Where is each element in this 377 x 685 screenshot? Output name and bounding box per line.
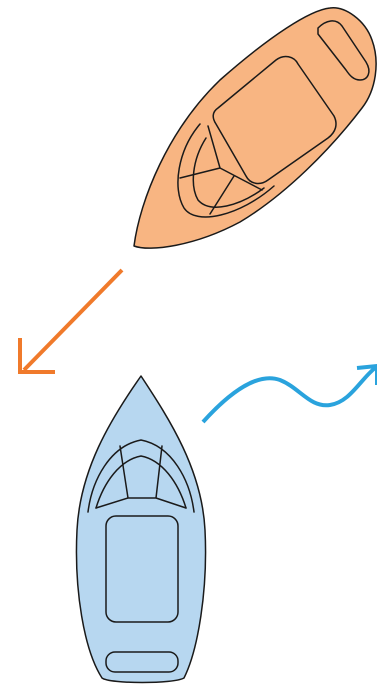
blue-boat xyxy=(75,375,207,684)
blue-wave-arrow-shaft xyxy=(201,366,377,424)
orange-boat-stern-seat xyxy=(317,20,370,81)
blue-wave-arrow xyxy=(201,363,377,424)
orange-arrow-shaft xyxy=(22,268,124,372)
blue-boat-stern-seat xyxy=(105,651,179,673)
orange-boat-windshield xyxy=(177,123,275,218)
orange-boat-windshield-frame xyxy=(179,125,263,215)
blue-wave-arrow-head xyxy=(356,363,377,385)
blue-boat-windshield-frame xyxy=(95,445,187,509)
orange-boat-hull xyxy=(133,7,377,249)
blue-boat-cockpit xyxy=(105,515,179,623)
blue-boat-windshield-inner xyxy=(95,455,187,509)
blue-boat-windshield xyxy=(87,439,195,513)
orange-boat-windshield-inner xyxy=(192,137,265,208)
orange-arrow-head xyxy=(18,338,55,374)
blue-boat-hull xyxy=(75,375,207,684)
orange-arrow xyxy=(18,268,124,374)
orange-boat-cockpit xyxy=(212,55,337,185)
orange-boat xyxy=(133,7,377,249)
